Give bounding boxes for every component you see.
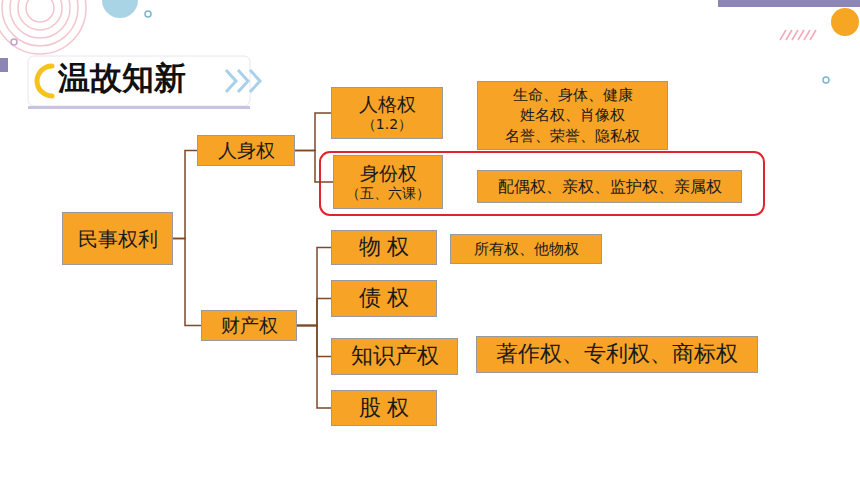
category-box: 身份权（五、六课） — [333, 155, 443, 209]
detail-box: 所有权、他物权 — [450, 234, 602, 264]
detail-box: 生命、身体、健康 姓名权、肖像权 名誉、荣誉、隐私权 — [477, 81, 668, 150]
root-box: 民事权利 — [62, 212, 173, 265]
detail-box: 配偶权、亲权、监护权、亲属权 — [477, 170, 742, 203]
box-label: 人格权 — [359, 93, 416, 116]
category-box: 股 权 — [331, 390, 437, 426]
category-box: 知识产权 — [331, 338, 458, 375]
tree-connector — [295, 113, 331, 151]
box-note: （1.2） — [362, 116, 412, 133]
category-box: 债 权 — [331, 280, 437, 317]
tree-connector — [297, 248, 331, 326]
box-label: 财产权 — [221, 314, 278, 337]
tree-connector — [297, 325, 331, 408]
box-note: （五、六课） — [346, 185, 430, 202]
tree-connector — [295, 151, 333, 183]
tree-connector — [297, 325, 331, 356]
box-label: 股 权 — [359, 395, 410, 421]
tree-connector — [297, 299, 331, 326]
box-label: 配偶权、亲权、监护权、亲属权 — [498, 177, 722, 196]
tree-connector — [173, 151, 197, 239]
box-label: 民事权利 — [78, 227, 158, 251]
box-label: 身份权 — [360, 162, 417, 185]
box-label: 所有权、他物权 — [474, 240, 579, 258]
detail-box: 著作权、专利权、商标权 — [476, 336, 758, 373]
category-box: 财产权 — [201, 310, 297, 341]
tree-connector — [173, 239, 201, 326]
box-label: 物 权 — [359, 234, 410, 260]
box-label: 著作权、专利权、商标权 — [496, 341, 738, 367]
box-label: 债 权 — [359, 285, 410, 311]
category-box: 人身权 — [197, 135, 295, 166]
box-label: 知识产权 — [351, 343, 439, 369]
box-label: 生命、身体、健康 姓名权、肖像权 名誉、荣誉、隐私权 — [504, 85, 641, 146]
box-label: 人身权 — [218, 139, 275, 162]
category-box: 物 权 — [331, 230, 437, 265]
slide-title: 温故知新 — [58, 58, 186, 100]
category-box: 人格权（1.2） — [331, 87, 443, 139]
